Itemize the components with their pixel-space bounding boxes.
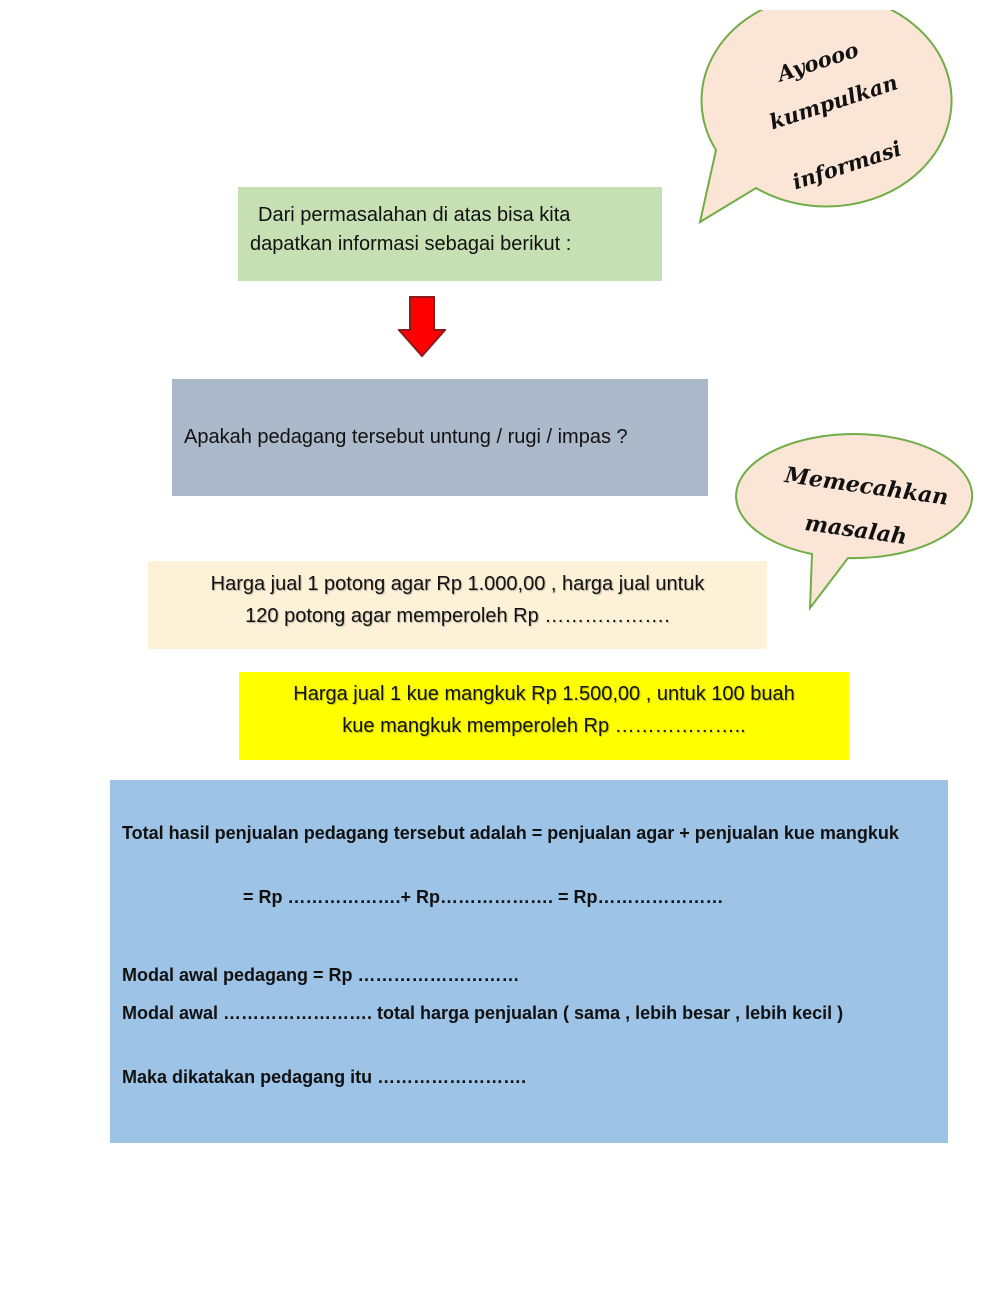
agar-price-box: Harga jual 1 potong agar Rp 1.000,00 , h… [148, 561, 767, 649]
conclusion-line: Maka dikatakan pedagang itu ……………………. [122, 1067, 527, 1087]
initial-capital-line: Modal awal pedagang = Rp ……………………… [122, 965, 520, 985]
kue-price-box: Harga jual 1 kue mangkuk Rp 1.500,00 , u… [239, 672, 849, 760]
kue-line1: Harga jual 1 kue mangkuk Rp 1.500,00 , u… [293, 683, 795, 705]
summary-box: Total hasil penjualan pedagang tersebut … [110, 780, 948, 1143]
speech-bubble-icon [698, 10, 953, 225]
question-box: Apakah pedagang tersebut untung / rugi /… [172, 379, 708, 496]
agar-line1: Harga jual 1 potong agar Rp 1.000,00 , h… [210, 573, 705, 595]
total-sales-line: Total hasil penjualan pedagang tersebut … [122, 823, 899, 843]
down-arrow-icon [398, 296, 446, 358]
equation-line: = Rp ……………….+ Rp………………. = Rp………………… [243, 887, 724, 907]
speech-bubble-icon [735, 433, 974, 612]
capital-compare-line: Modal awal ……………………. total harga penjual… [122, 1003, 844, 1023]
agar-line2: 120 potong agar memperoleh Rp ………………. [245, 605, 670, 627]
info-box-line2: dapatkan informasi sebagai berikut : [250, 233, 572, 255]
kue-line2: kue mangkuk memperoleh Rp ……………….. [342, 715, 746, 737]
info-box-line1: Dari permasalahan di atas bisa kita [258, 204, 571, 226]
question-text: Apakah pedagang tersebut untung / rugi /… [184, 426, 628, 448]
info-box: Dari permasalahan di atas bisa kita dapa… [238, 187, 662, 281]
